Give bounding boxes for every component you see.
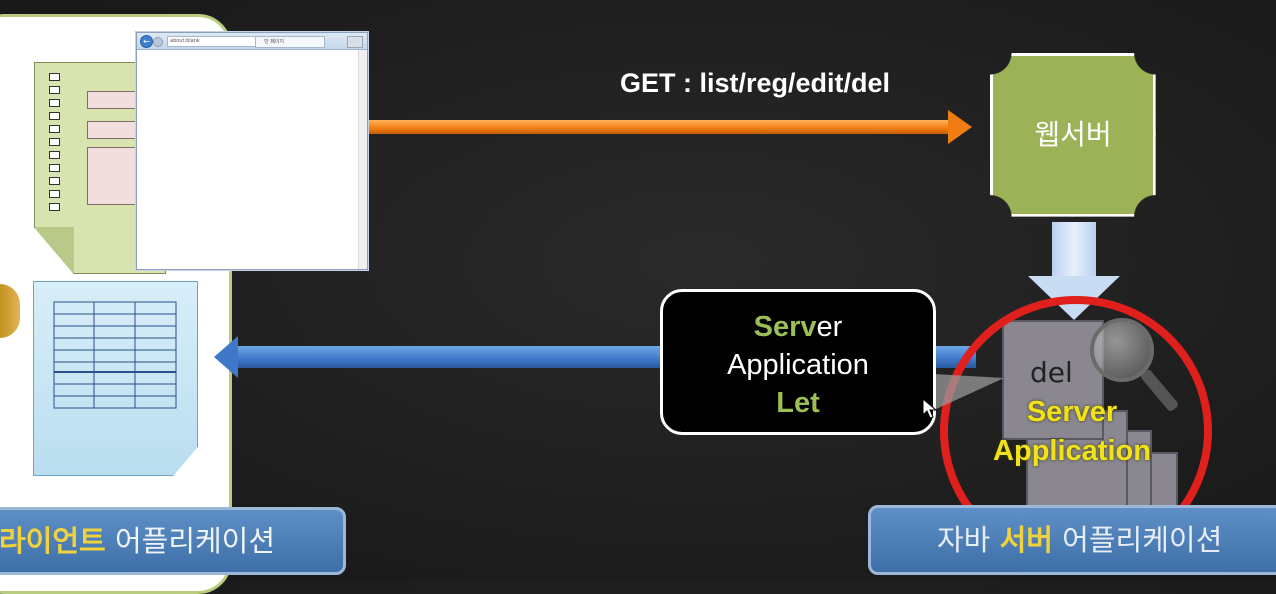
- request-arrow-head: [948, 110, 972, 144]
- server-label-prefix: 자바: [937, 523, 1000, 557]
- checkbox-icon: [49, 177, 60, 185]
- checkbox-icon: [49, 151, 60, 159]
- client-application-label: 라이언트 어플리케이션: [0, 507, 346, 575]
- browser-tab: 빈 페이지: [255, 36, 325, 48]
- callout-pointer: [934, 374, 1004, 410]
- table-document-icon: [33, 281, 198, 476]
- callout-line2: Application: [727, 349, 869, 381]
- address-bar: about:blank: [167, 36, 257, 47]
- checkbox-icon: [49, 125, 60, 133]
- client-label-highlight: 라이언트: [0, 524, 106, 558]
- back-arrow-icon: ←: [140, 35, 153, 48]
- forward-arrow-icon: [153, 37, 163, 47]
- request-arrow: [369, 120, 949, 134]
- callout-line1-rest: er: [816, 311, 843, 343]
- callout-line3: Let: [776, 387, 820, 419]
- web-server-box: 웹서버: [990, 53, 1156, 217]
- server-application-bottom-label: 자바 서버 어플리케이션: [868, 505, 1276, 575]
- wood-object: [0, 284, 20, 338]
- browser-window-icon: ← about:blank 빈 페이지: [136, 32, 368, 270]
- checkbox-icon: [49, 138, 60, 146]
- servlet-callout: Server Application Let: [660, 289, 936, 435]
- response-arrow: [236, 346, 666, 368]
- checkbox-icon: [49, 203, 60, 211]
- server-label-rest: 어플리케이션: [1052, 523, 1223, 557]
- down-arrow: [1052, 222, 1096, 278]
- response-arrow-head: [214, 336, 238, 378]
- checkbox-icon: [49, 73, 60, 81]
- checkbox-icon: [49, 190, 60, 198]
- checkbox-icon: [49, 86, 60, 94]
- callout-line1-highlight: Serv: [753, 311, 817, 343]
- table-grid-icon: [53, 301, 177, 409]
- scrollbar: [358, 50, 367, 269]
- window-controls-icon: [347, 36, 363, 48]
- client-label-rest: 어플리케이션: [105, 524, 276, 558]
- checkbox-icon: [49, 99, 60, 107]
- checkbox-icon: [49, 112, 60, 120]
- server-label-highlight: 서버: [999, 523, 1053, 557]
- mouse-cursor-icon: [922, 398, 938, 419]
- checkbox-icon: [49, 164, 60, 172]
- request-label: GET : list/reg/edit/del: [620, 68, 891, 98]
